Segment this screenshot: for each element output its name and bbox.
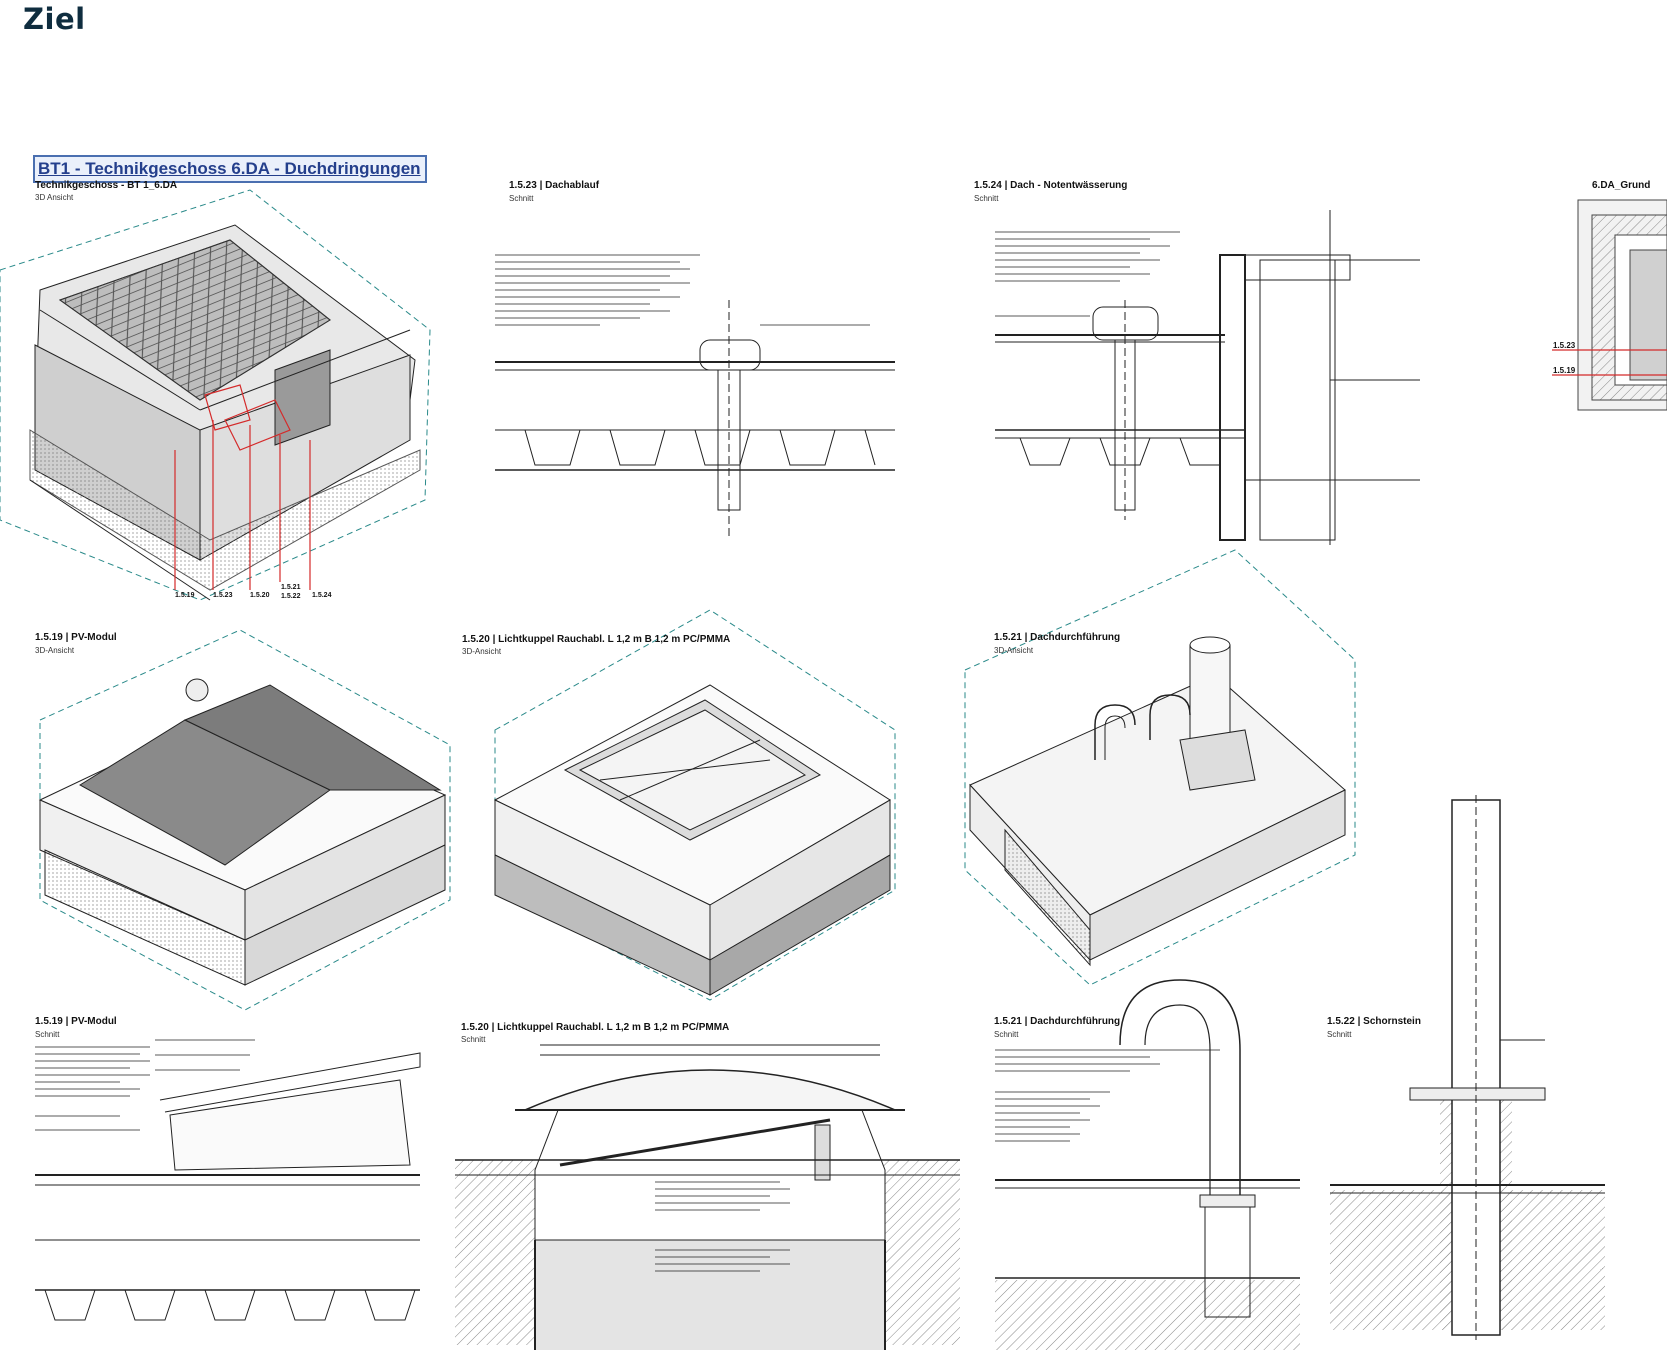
view-label-dachdurchfuehrung-3d: 1.5.21 | Dachdurchführung: [994, 632, 1121, 643]
view-sub-dachdurchfuehrung-section: Schnitt: [994, 1030, 1019, 1039]
notentwaesserung-section: [995, 210, 1420, 545]
view-sub-schornstein-section: Schnitt: [1327, 1030, 1352, 1039]
dachdurchfuehrung-3d: [964, 549, 1356, 986]
dachablauf-section: [495, 254, 895, 540]
view-sub-pv-modul-section: Schnitt: [35, 1030, 60, 1039]
view-label-dachdurchfuehrung-section: 1.5.21 | Dachdurchführung: [994, 1016, 1121, 1027]
view-sub-notentwaesserung: Schnitt: [974, 194, 999, 203]
sheet-title: BT1 - Technikgeschoss 6.DA - Duchdringun…: [33, 155, 427, 183]
grundriss-callout-label: 1.5.19: [1553, 366, 1576, 375]
overview-callout-label: 1.5.19: [175, 592, 195, 599]
view-sub-lichtkuppel-section: Schnitt: [461, 1035, 486, 1044]
lichtkuppel-section: [455, 1044, 960, 1350]
view-label-dachablauf: 1.5.23 | Dachablauf: [509, 180, 600, 191]
grundriss-crop: [1552, 199, 1667, 411]
overview-callout-label: 1.5.23: [213, 592, 233, 599]
view-label-notentwaesserung: 1.5.24 | Dach - Notentwässerung: [974, 180, 1128, 191]
view-label-grundriss: 6.DA_Grund: [1592, 180, 1651, 191]
view-label-pv-modul-section: 1.5.19 | PV-Modul: [35, 1016, 117, 1027]
view-label-pv-modul-3d: 1.5.19 | PV-Modul: [35, 632, 117, 643]
overview-callout-label: 1.5.20: [250, 592, 270, 599]
view-sub-pv-modul-3d: 3D-Ansicht: [35, 646, 75, 655]
overview-3d-drawing: [0, 189, 431, 601]
schornstein-section: [1330, 795, 1605, 1340]
lichtkuppel-3d: [493, 609, 896, 1001]
view-label-lichtkuppel-3d: 1.5.20 | Lichtkuppel Rauchabl. L 1,2 m B…: [462, 634, 731, 645]
dachdurchfuehrung-section: [995, 979, 1300, 1350]
overview-callout-label: 1.5.22: [281, 593, 301, 600]
overview-callout-lines: [174, 384, 311, 590]
overview-sub: 3D Ansicht: [35, 193, 74, 202]
pv-modul-section: [35, 1039, 421, 1321]
view-sub-lichtkuppel-3d: 3D-Ansicht: [462, 647, 502, 656]
view-sub-dachablauf: Schnitt: [509, 194, 534, 203]
overview-callout-label: 1.5.24: [312, 592, 332, 599]
overview-label: Technikgeschoss - BT 1_6.DA: [35, 180, 178, 191]
view-sub-dachdurchfuehrung-3d: 3D-Ansicht: [994, 646, 1034, 655]
overview-callout-label: 1.5.21: [281, 584, 301, 591]
grundriss-callout-label: 1.5.23: [1553, 341, 1576, 350]
page-title: Ziel: [23, 2, 86, 36]
pv-modul-3d: [38, 629, 451, 1011]
view-label-lichtkuppel-section: 1.5.20 | Lichtkuppel Rauchabl. L 1,2 m B…: [461, 1022, 730, 1033]
view-label-schornstein-section: 1.5.22 | Schornstein: [1327, 1016, 1421, 1027]
